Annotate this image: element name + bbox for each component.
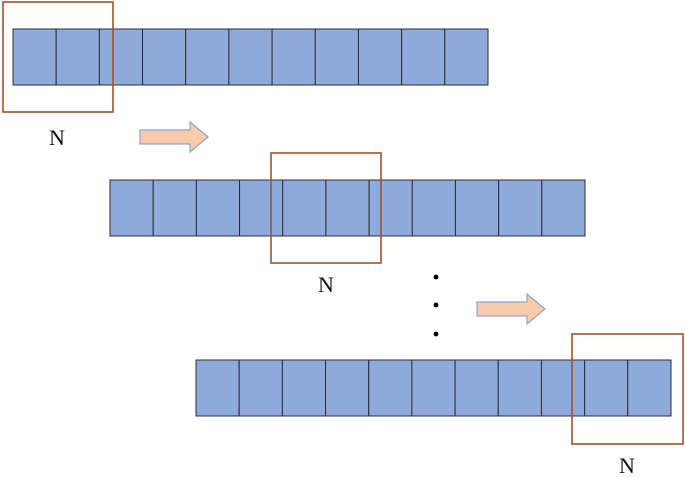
sequence-cell [325,359,370,417]
sequence-cell [541,179,586,237]
sequence-cell [584,359,629,417]
sequence-cell [444,28,489,86]
sequence-cell [142,28,187,86]
right-arrow-icon [476,292,546,326]
sequence-cell [411,359,456,417]
sequence-cell [109,179,154,237]
sequence-cell [195,179,241,237]
sequence-cell [239,179,284,237]
vertical-ellipsis-icon [433,274,439,337]
sequence-cell [454,179,500,237]
sequence-row-2 [109,179,586,237]
sequence-cell [98,28,144,86]
sequence-cell [368,179,413,237]
sequence-cell [228,28,273,86]
window-box-1 [2,1,114,113]
sequence-cell [368,359,413,417]
sequence-cell [12,28,57,86]
sequence-cell [238,359,283,417]
sequence-cell [282,179,327,237]
window-label-1: N [49,125,65,150]
sequence-row-3 [195,359,672,417]
window-label-2: N [318,272,334,297]
sequence-cell [627,359,672,417]
sequence-cell [152,179,197,237]
sequence-cell [540,359,586,417]
sequence-cell [185,28,230,86]
sequence-cell [55,28,100,86]
window-box-2 [270,152,382,264]
window-box-3 [571,333,684,445]
sequence-cell [325,179,370,237]
sequence-cell [357,28,403,86]
sequence-cell [498,179,543,237]
sequence-row-1 [12,28,489,86]
sequence-cell [271,28,316,86]
sequence-cell [401,28,446,86]
sequence-cell [281,359,327,417]
sequence-cell [195,359,240,417]
sequence-cell [497,359,542,417]
sequence-cell [454,359,499,417]
window-label-3: N [619,453,635,478]
right-arrow-icon [139,120,209,154]
sequence-cell [411,179,456,237]
sequence-cell [314,28,359,86]
